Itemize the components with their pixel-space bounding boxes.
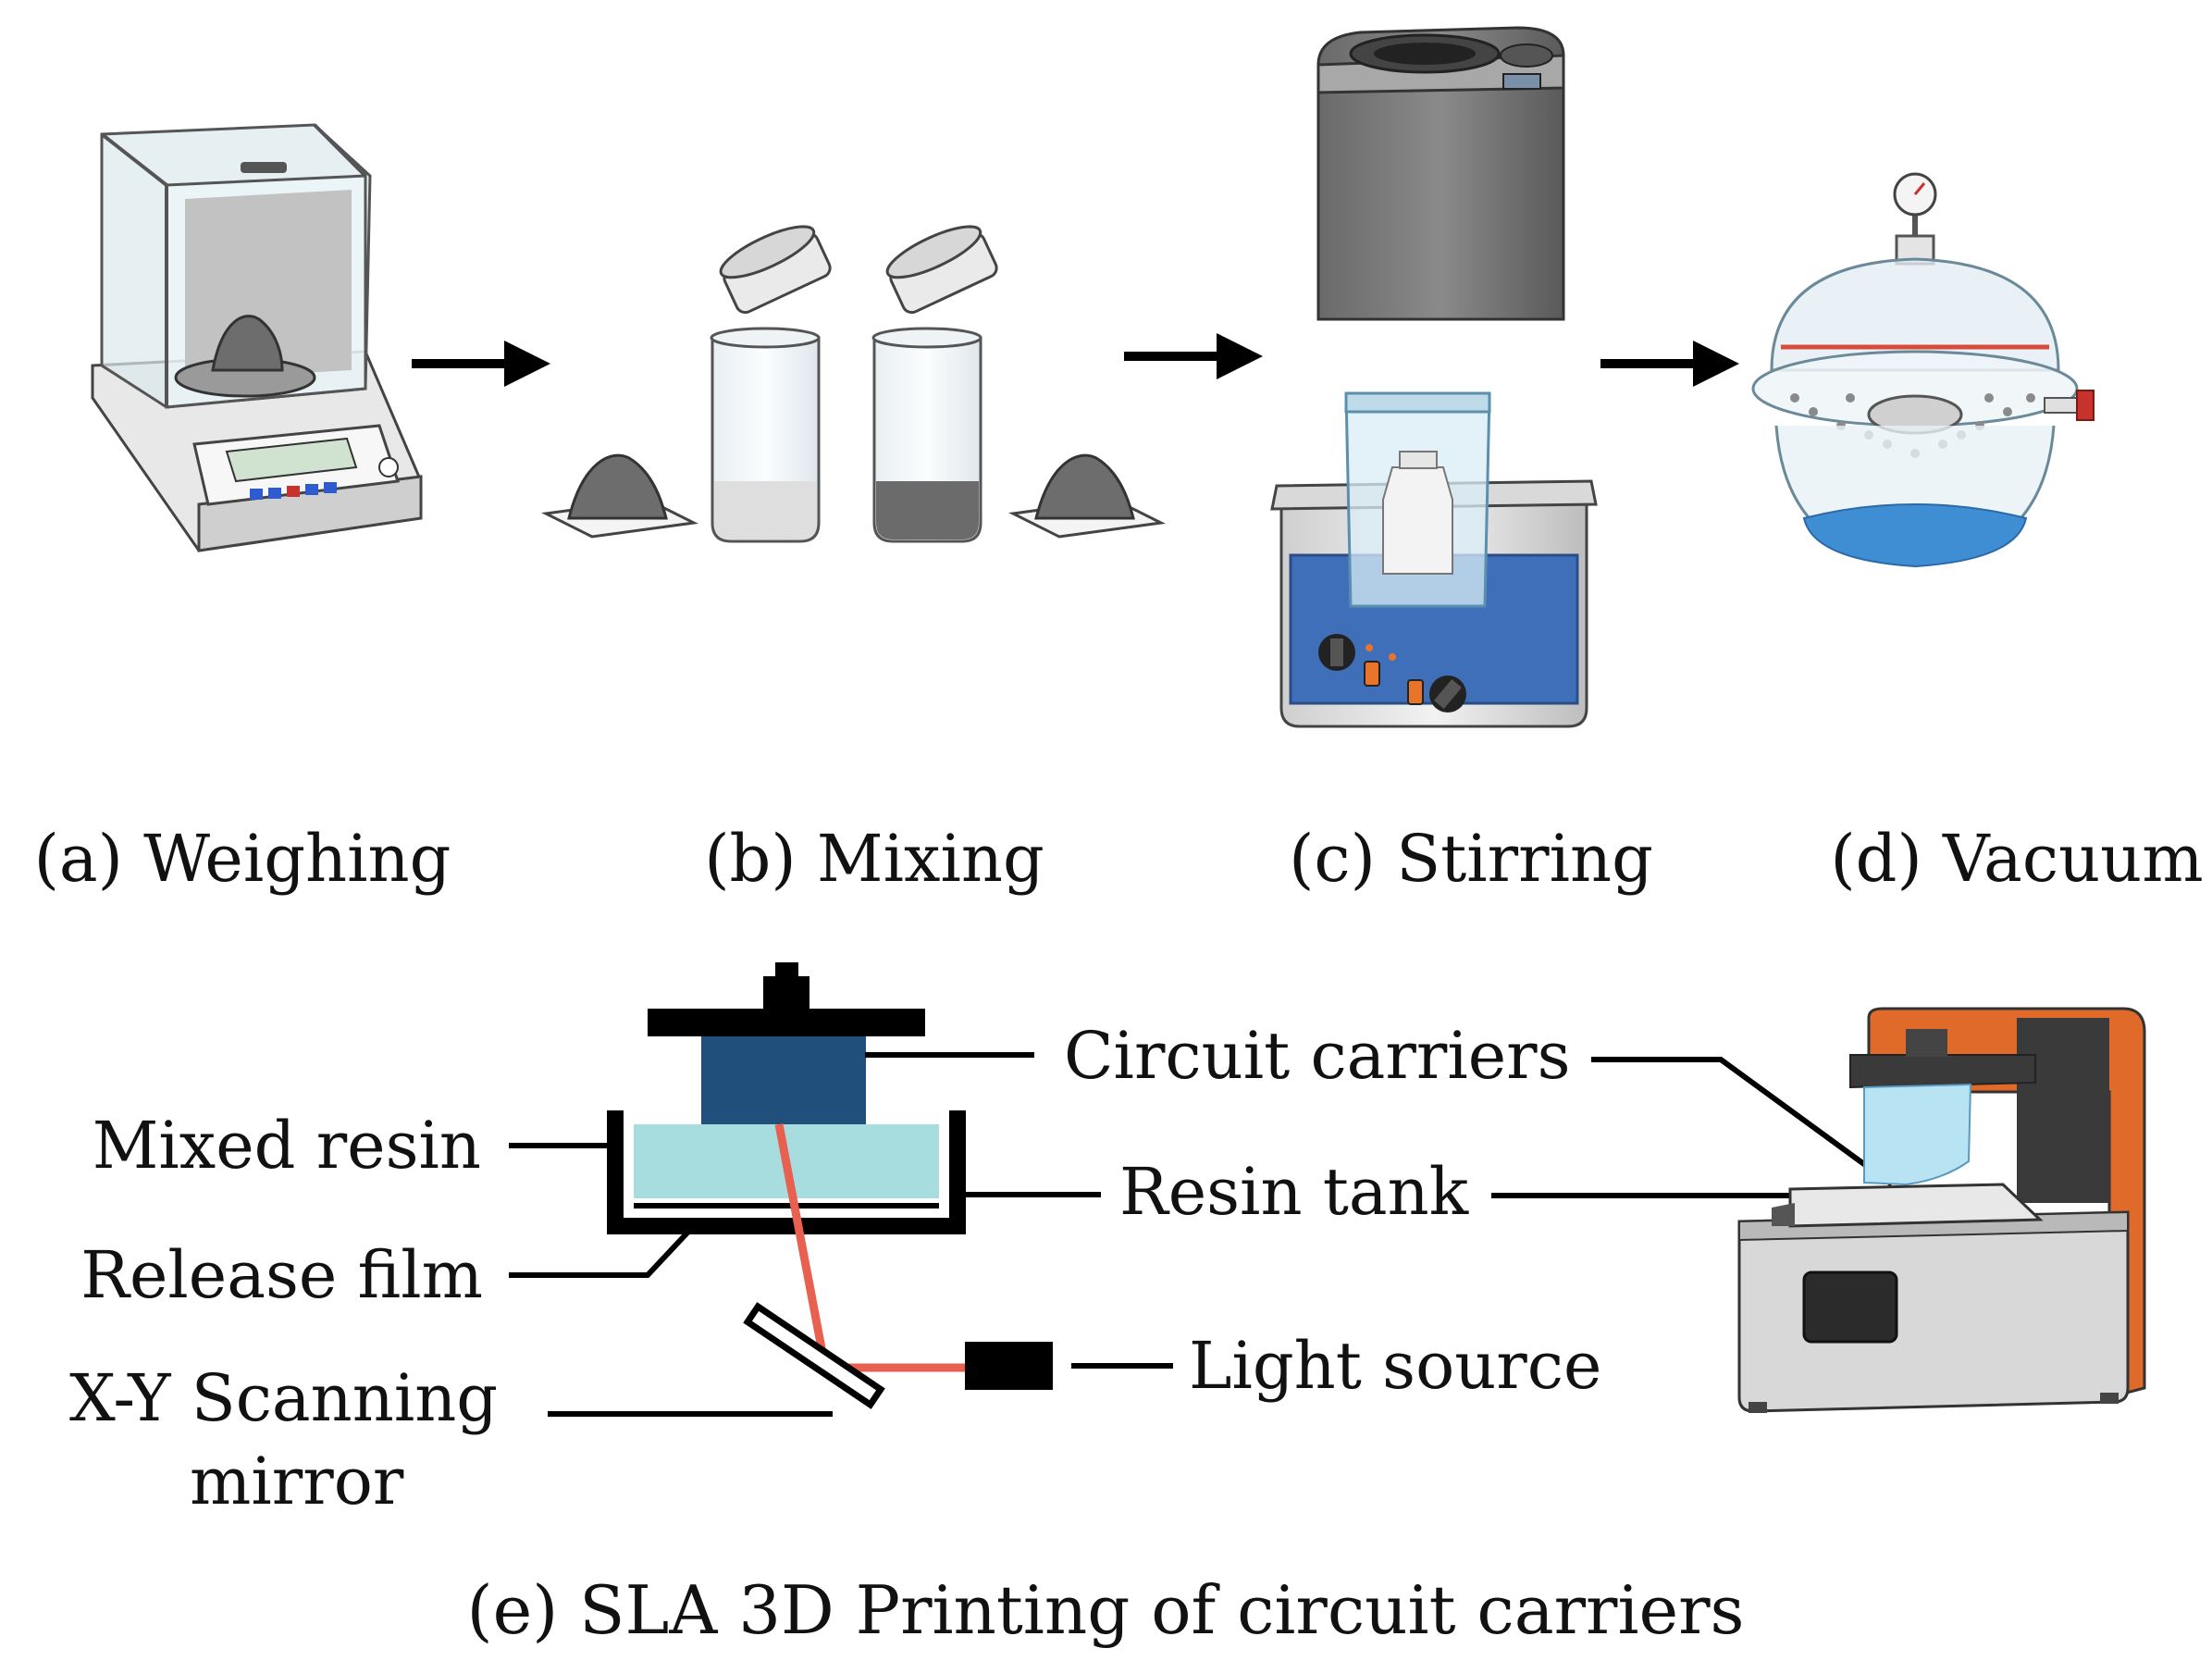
light-source-block [965, 1342, 1053, 1390]
label-light-source: Light source [1189, 1328, 1601, 1404]
mixing-jars-icon [540, 225, 1167, 543]
label-mirror-line1: X-Y Scanning [69, 1360, 498, 1436]
label-circuit-carriers: Circuit carriers [1064, 1018, 1571, 1094]
label-mixed-resin: Mixed resin [93, 1108, 481, 1184]
label-resin-tank: Resin tank [1119, 1154, 1469, 1230]
sla-schematic: Circuit carriers Mixed resin Resin tank … [69, 962, 1894, 1519]
vacuum-desiccator-icon [1751, 172, 2095, 568]
caption-sla: (e) SLA 3D Printing of circuit carriers [467, 1571, 1745, 1649]
step-label-vacuum: (d) Vacuum [1830, 821, 2203, 897]
analytical-balance-icon [91, 123, 423, 552]
scanning-mirror [743, 1302, 885, 1409]
label-release-film: Release film [80, 1237, 483, 1313]
step-label-mixing: (b) Mixing [704, 821, 1044, 897]
label-mirror-line2: mirror [190, 1444, 404, 1519]
build-platform [648, 1009, 925, 1036]
circuit-carrier-block [701, 1036, 866, 1124]
sla-printer-icon [1737, 1007, 2146, 1413]
resin-tank [607, 1110, 966, 1234]
ultrasonic-bath-icon [1270, 391, 1598, 728]
centrifuge-icon [1316, 26, 1565, 321]
step-label-stirring: (c) Stirring [1289, 821, 1653, 897]
step-label-weighing: (a) Weighing [34, 821, 451, 897]
